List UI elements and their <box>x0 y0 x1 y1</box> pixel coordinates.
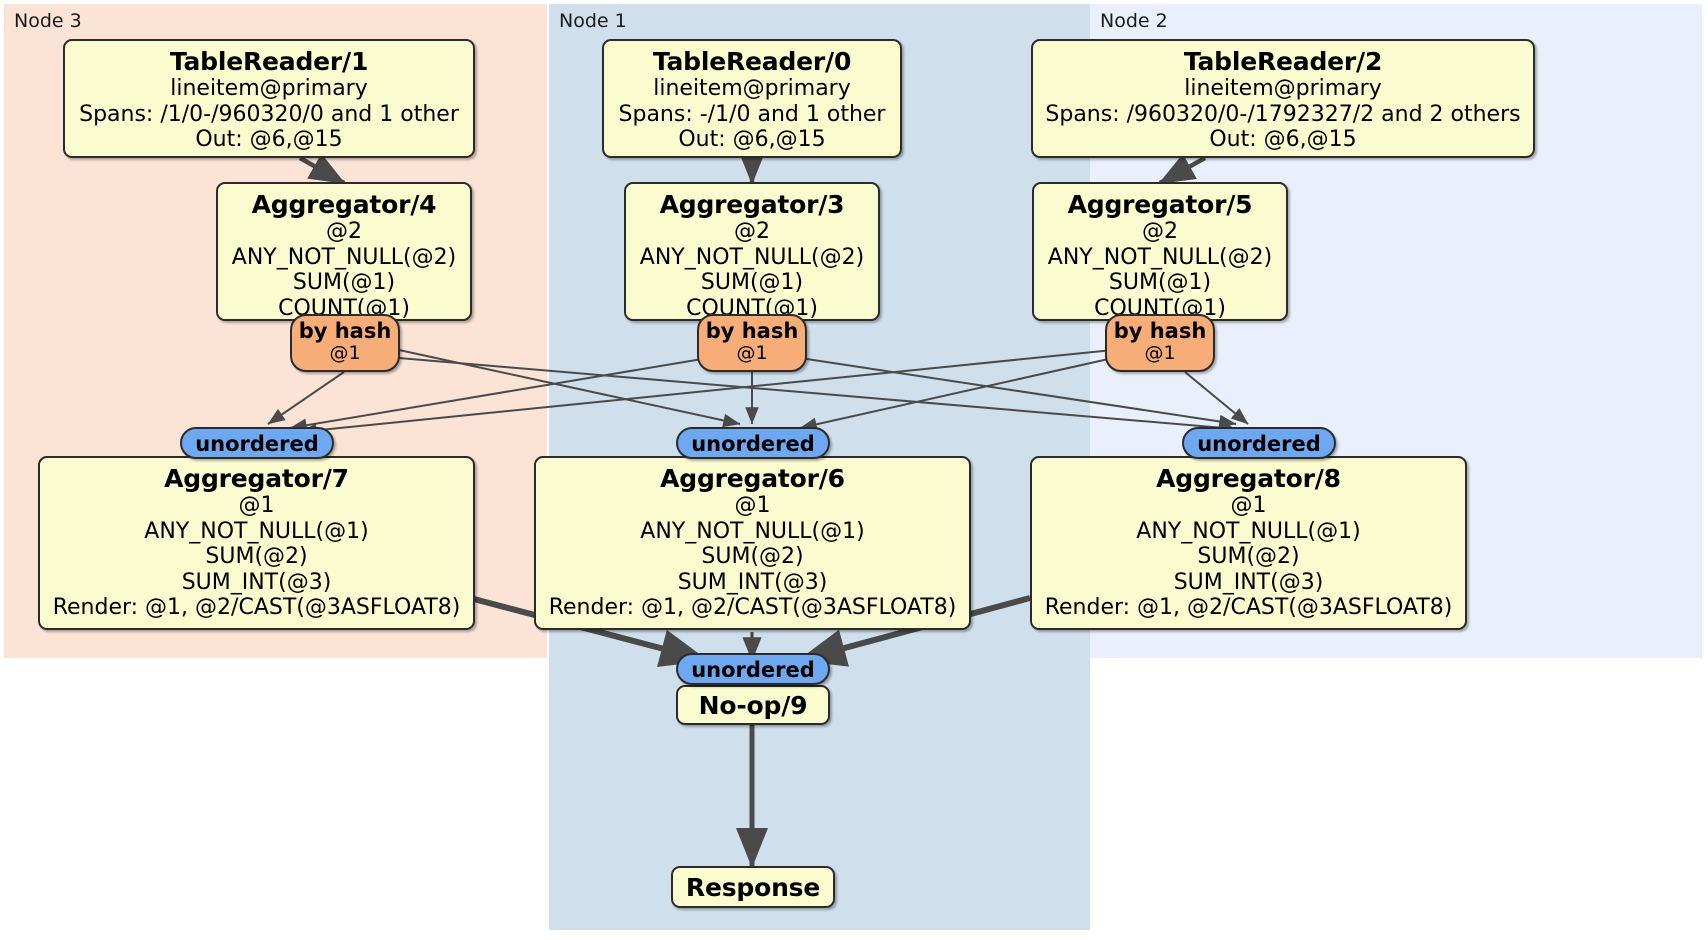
processor-detail: SUM(@2) <box>1197 544 1300 570</box>
processor-title: Aggregator/3 <box>659 190 845 219</box>
processor-table-reader-2[interactable]: TableReader/2 lineitem@primary Spans: /9… <box>1031 39 1535 158</box>
processor-detail: ANY_NOT_NULL(@2) <box>231 244 457 270</box>
processor-detail: Spans: /960320/0-/1792327/2 and 2 others <box>1045 101 1521 127</box>
processor-table-reader-1[interactable]: TableReader/1 lineitem@primary Spans: /1… <box>63 39 475 158</box>
processor-detail: Spans: -/1/0 and 1 other <box>618 101 886 127</box>
synchronizer-title: unordered <box>691 432 815 456</box>
processor-detail: lineitem@primary <box>170 76 368 101</box>
router-title: by hash <box>298 319 392 343</box>
processor-title: Response <box>685 872 821 902</box>
processor-detail: Out: @6,@15 <box>1209 127 1357 153</box>
processor-detail: Spans: /1/0-/960320/0 and 1 other <box>79 101 459 127</box>
processor-aggregator-4[interactable]: Aggregator/4 @2 ANY_NOT_NULL(@2) SUM(@1)… <box>216 182 472 321</box>
processor-detail: @1 <box>734 493 771 518</box>
processor-detail: lineitem@primary <box>1184 76 1382 101</box>
processor-detail: lineitem@primary <box>653 76 851 101</box>
processor-detail: @1 <box>1230 493 1267 518</box>
processor-title: Aggregator/4 <box>251 190 437 219</box>
processor-detail: Out: @6,@15 <box>195 127 343 153</box>
processor-render: Render: @1, @2/CAST(@3ASFLOAT8) <box>548 595 957 621</box>
processor-detail: Out: @6,@15 <box>678 127 826 153</box>
router-column: @1 <box>329 342 361 365</box>
node-panel-label: Node 1 <box>559 10 627 32</box>
processor-detail: SUM(@1) <box>292 270 396 296</box>
processor-detail: ANY_NOT_NULL(@1) <box>640 518 865 544</box>
router-title: by hash <box>705 319 799 343</box>
router-by-hash-node2[interactable]: by hash @1 <box>1105 314 1215 372</box>
processor-aggregator-5[interactable]: Aggregator/5 @2 ANY_NOT_NULL(@2) SUM(@1)… <box>1032 182 1288 321</box>
processor-detail: SUM(@1) <box>700 270 804 296</box>
router-column: @1 <box>736 342 768 365</box>
processor-title: TableReader/0 <box>652 47 852 76</box>
synchronizer-unordered-node2[interactable]: unordered <box>1182 427 1336 459</box>
processor-title: Aggregator/6 <box>660 464 845 493</box>
processor-noop-9[interactable]: No-op/9 <box>676 685 830 725</box>
processor-response[interactable]: Response <box>671 866 835 908</box>
processor-title: TableReader/1 <box>169 47 369 76</box>
processor-title: Aggregator/8 <box>1156 464 1341 493</box>
processor-aggregator-3[interactable]: Aggregator/3 @2 ANY_NOT_NULL(@2) SUM(@1)… <box>624 182 880 321</box>
processor-title: TableReader/2 <box>1183 47 1383 76</box>
processor-detail: ANY_NOT_NULL(@1) <box>1136 518 1361 544</box>
processor-detail: SUM(@2) <box>701 544 804 570</box>
synchronizer-title: unordered <box>691 658 815 682</box>
processor-detail: ANY_NOT_NULL(@1) <box>144 518 369 544</box>
processor-render: Render: @1, @2/CAST(@3ASFLOAT8) <box>52 595 461 621</box>
processor-detail: SUM(@2) <box>205 544 308 570</box>
processor-detail: @2 <box>326 219 362 244</box>
router-by-hash-node1[interactable]: by hash @1 <box>697 314 807 372</box>
processor-render: Render: @1, @2/CAST(@3ASFLOAT8) <box>1044 595 1453 621</box>
synchronizer-title: unordered <box>195 432 319 456</box>
node-panel-label: Node 3 <box>14 10 82 32</box>
synchronizer-title: unordered <box>1197 432 1321 456</box>
processor-detail: SUM_INT(@3) <box>181 569 332 595</box>
processor-detail: SUM_INT(@3) <box>1173 569 1324 595</box>
processor-detail: SUM(@1) <box>1108 270 1212 296</box>
processor-title: Aggregator/7 <box>164 464 349 493</box>
node-panel-label: Node 2 <box>1100 10 1168 32</box>
processor-table-reader-0[interactable]: TableReader/0 lineitem@primary Spans: -/… <box>602 39 902 158</box>
synchronizer-unordered-final[interactable]: unordered <box>676 653 830 685</box>
processor-detail: @2 <box>734 219 770 244</box>
synchronizer-unordered-node3[interactable]: unordered <box>180 427 334 459</box>
processor-detail: @1 <box>238 493 275 518</box>
processor-aggregator-6[interactable]: Aggregator/6 @1 ANY_NOT_NULL(@1) SUM(@2)… <box>534 456 971 630</box>
processor-title: No-op/9 <box>698 690 808 720</box>
processor-detail: ANY_NOT_NULL(@2) <box>639 244 865 270</box>
router-title: by hash <box>1113 319 1207 343</box>
processor-detail: SUM_INT(@3) <box>677 569 828 595</box>
processor-detail: ANY_NOT_NULL(@2) <box>1047 244 1273 270</box>
synchronizer-unordered-node1[interactable]: unordered <box>676 427 830 459</box>
processor-detail: @2 <box>1142 219 1178 244</box>
router-column: @1 <box>1144 342 1176 365</box>
router-by-hash-node3[interactable]: by hash @1 <box>290 314 400 372</box>
processor-title: Aggregator/5 <box>1067 190 1253 219</box>
processor-aggregator-7[interactable]: Aggregator/7 @1 ANY_NOT_NULL(@1) SUM(@2)… <box>38 456 475 630</box>
processor-aggregator-8[interactable]: Aggregator/8 @1 ANY_NOT_NULL(@1) SUM(@2)… <box>1030 456 1467 630</box>
